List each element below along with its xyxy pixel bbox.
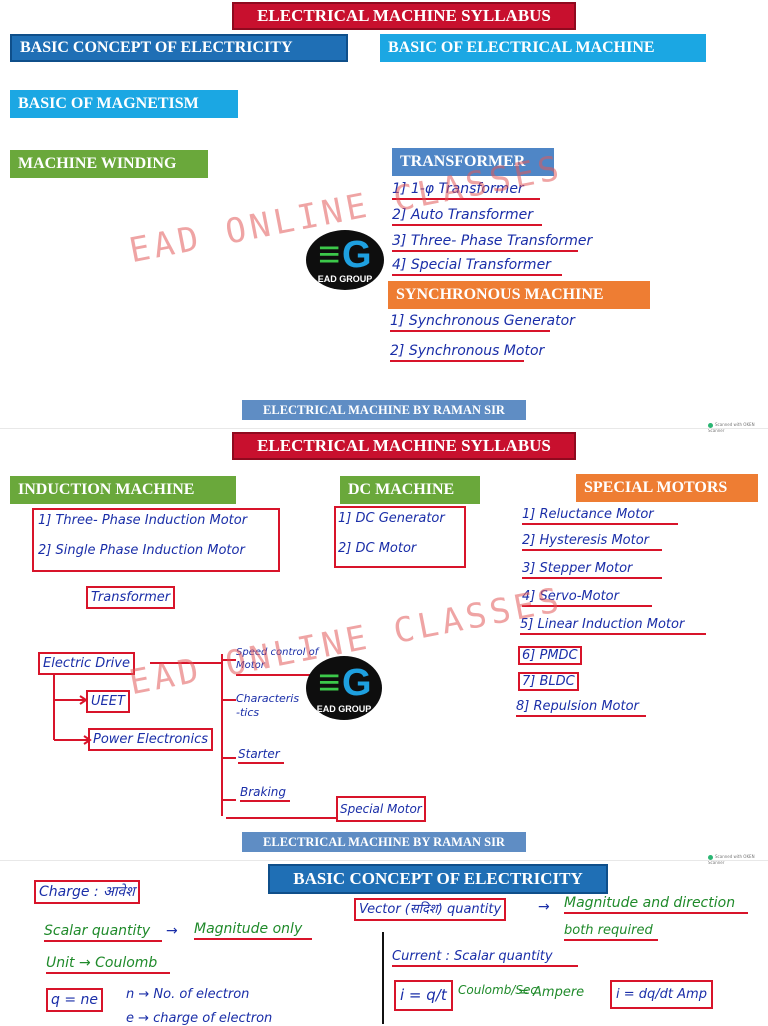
scalar-arrow: → xyxy=(166,923,178,939)
transformer-item-4: 4] Special Transformer xyxy=(392,258,562,276)
transformer-label: TRANSFORMER xyxy=(400,153,526,170)
magnitude-only: Magnitude only xyxy=(194,922,312,940)
logo-text-2: EAD GROUP xyxy=(316,704,372,714)
ead-logo-2: ≡ G EAD GROUP xyxy=(306,656,382,720)
special-item-2: 2] Hysteresis Motor xyxy=(522,534,662,551)
divider-line xyxy=(382,932,384,1024)
winding-banner: MACHINE WINDING xyxy=(10,150,208,178)
drive-tree-lines xyxy=(53,654,336,819)
page2-footer: ELECTRICAL MACHINE BY RAMAN SIR xyxy=(242,832,526,852)
electric-drive-box: Electric Drive xyxy=(38,652,135,675)
vector-arrow: → xyxy=(538,899,550,915)
dc-item-2: 2] DC Motor xyxy=(338,541,417,556)
induction-box xyxy=(32,508,280,572)
page2-title-banner: ELECTRICAL MACHINE SYLLABUS xyxy=(232,432,576,460)
dc-label: DC MACHINE xyxy=(348,481,455,498)
i-dq-dt-box: i = dq/dt Amp xyxy=(610,980,713,1009)
synchronous-banner: SYNCHRONOUS MACHINE xyxy=(388,281,650,309)
current-scalar: Current : Scalar quantity xyxy=(392,950,578,967)
transformer-item-1: 1] 1-φ Transformer xyxy=(392,182,540,200)
page2-title: ELECTRICAL MACHINE SYLLABUS xyxy=(257,436,551,455)
e-note: e → charge of electron xyxy=(126,1011,273,1026)
winding-label: MACHINE WINDING xyxy=(18,155,177,172)
sync-item-1: 1] Synchronous Generator xyxy=(390,314,575,332)
special-item-7: 7] BLDC xyxy=(518,672,579,691)
basic-concept-banner: BASIC CONCEPT OF ELECTRICITY xyxy=(10,34,348,62)
page1-footer-label: ELECTRICAL MACHINE BY RAMAN SIR xyxy=(263,402,505,417)
special-item-3: 3] Stepper Motor xyxy=(522,562,662,579)
magnetism-banner: BASIC OF MAGNETISM xyxy=(10,90,238,118)
coulomb-sec: Coulomb/Sec xyxy=(458,983,537,997)
transformer-item-2: 2] Auto Transformer xyxy=(392,208,542,226)
logo-mark-icon-2: ≡ xyxy=(318,662,341,704)
page1-title-banner: ELECTRICAL MACHINE SYLLABUS xyxy=(232,2,576,30)
induction-label: INDUCTION MACHINE xyxy=(18,481,195,498)
dc-banner: DC MACHINE xyxy=(340,476,480,504)
ead-logo: ≡ G EAD GROUP xyxy=(306,230,384,290)
special-motors-label: SPECIAL MOTORS xyxy=(584,479,728,496)
page2-scanned-note: Scanned with OKEN Scanner xyxy=(708,854,768,865)
i-q-t-box: i = q/t xyxy=(394,980,453,1011)
sync-item-2: 2] Synchronous Motor xyxy=(390,344,544,362)
synchronous-label: SYNCHRONOUS MACHINE xyxy=(396,286,604,303)
magnitude-direction: Magnitude and direction xyxy=(564,896,748,914)
scalar-quantity-left: Scalar quantity xyxy=(44,924,162,942)
special-motors-banner: SPECIAL MOTORS xyxy=(576,474,758,502)
page1-title: ELECTRICAL MACHINE SYLLABUS xyxy=(257,6,551,25)
dc-box xyxy=(334,506,466,568)
branch-starter: Starter xyxy=(238,748,284,764)
vector-box: Vector (सदिश) quantity xyxy=(354,898,507,921)
transformer-item-3: 3] Three- Phase Transformer xyxy=(392,234,592,252)
induction-item-1: 1] Three- Phase Induction Motor xyxy=(38,513,248,528)
page3-title: BASIC CONCEPT OF ELECTRICITY xyxy=(293,869,583,888)
equals-ampere: = Ampere xyxy=(518,985,585,1000)
page-separator-1 xyxy=(0,428,768,429)
branch-speed-control: Speed control of Motor xyxy=(236,646,322,676)
basic-machine-label: BASIC OF ELECTRICAL MACHINE xyxy=(388,39,655,56)
branch-characteristics: Characteris -tics xyxy=(236,692,300,720)
special-item-5: 5] Linear Induction Motor xyxy=(520,618,706,635)
page-separator-2 xyxy=(0,860,768,861)
page2-footer-label: ELECTRICAL MACHINE BY RAMAN SIR xyxy=(263,834,505,849)
magnetism-label: BASIC OF MAGNETISM xyxy=(18,95,199,112)
logo-g-icon: G xyxy=(342,234,372,276)
n-note: n → No. of electron xyxy=(126,987,250,1002)
logo-g-icon-2: G xyxy=(342,662,372,704)
special-item-1: 1] Reluctance Motor xyxy=(522,508,678,525)
transformer-note: Transformer xyxy=(86,586,176,609)
logo-mark-icon: ≡ xyxy=(318,234,341,276)
special-item-6: 6] PMDC xyxy=(518,646,582,665)
power-electronics-box: Power Electronics xyxy=(88,728,214,751)
special-item-4: 4] Servo-Motor xyxy=(522,590,652,607)
special-item-8: 8] Repulsion Motor xyxy=(516,700,646,717)
basic-concept-label: BASIC CONCEPT OF ELECTRICITY xyxy=(20,39,293,56)
ueet-box: UEET xyxy=(86,690,130,713)
unit-coulomb: Unit → Coulomb xyxy=(46,956,170,974)
logo-text: EAD GROUP xyxy=(317,274,373,284)
branch-braking: Braking xyxy=(240,786,290,802)
charge-box: Charge : आवेश xyxy=(34,880,140,904)
induction-banner: INDUCTION MACHINE xyxy=(10,476,236,504)
page3-title-banner: BASIC CONCEPT OF ELECTRICITY xyxy=(268,864,608,894)
basic-machine-banner: BASIC OF ELECTRICAL MACHINE xyxy=(380,34,706,62)
dc-item-1: 1] DC Generator xyxy=(338,511,445,526)
transformer-banner: TRANSFORMER xyxy=(392,148,554,176)
page1-scanned-note: Scanned with OKEN Scanner xyxy=(708,422,768,433)
both-required: both required xyxy=(564,924,658,941)
special-motor-box: Special Motor xyxy=(336,796,426,822)
induction-item-2: 2] Single Phase Induction Motor xyxy=(38,543,245,558)
page1-footer: ELECTRICAL MACHINE BY RAMAN SIR xyxy=(242,400,526,420)
q-ne-box: q = ne xyxy=(46,988,104,1012)
